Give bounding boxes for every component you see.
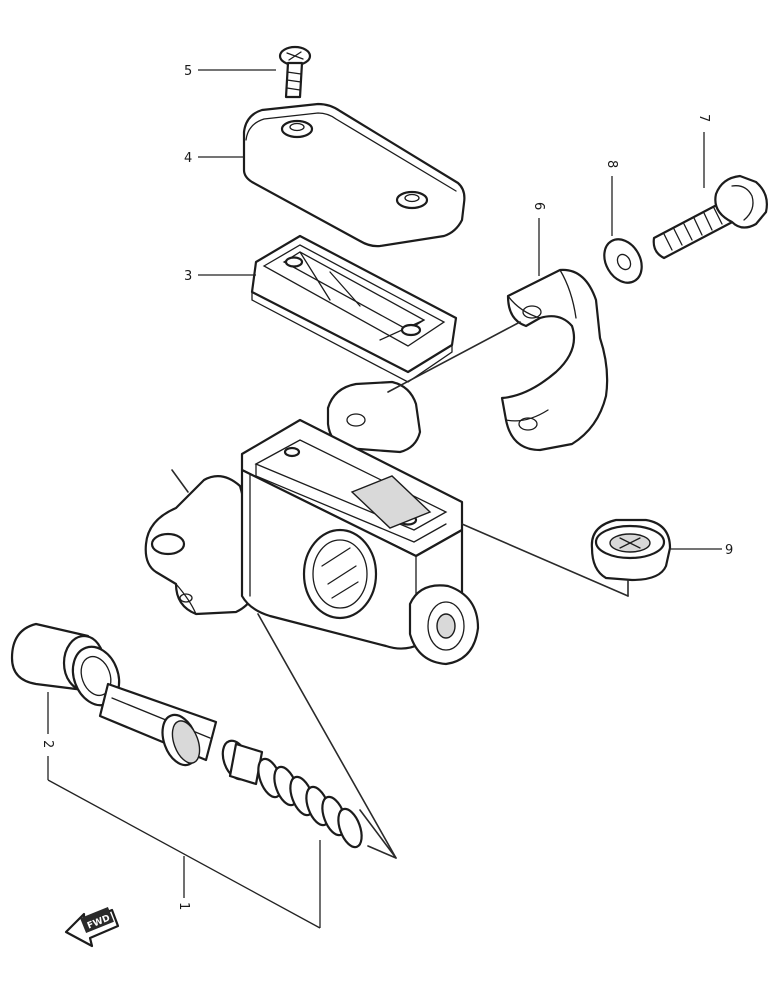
part-4-reservoir-cap — [242, 102, 466, 248]
forward-direction-arrow: FWD — [64, 906, 120, 948]
part-5-screw — [278, 45, 312, 99]
master-cylinder-body — [144, 380, 480, 666]
callout-9: 9 — [670, 543, 733, 558]
callout-6-label: 6 — [531, 202, 546, 210]
part-9-boot — [590, 518, 672, 582]
callout-5-label: 5 — [184, 64, 192, 79]
assembly-guide-lines — [171, 321, 629, 859]
callout-6: 6 — [531, 202, 546, 276]
part-8-washer — [603, 238, 643, 284]
callout-2-label: 2 — [40, 740, 55, 748]
callout-3: 3 — [184, 269, 256, 284]
callout-3-label: 3 — [184, 269, 192, 284]
callout-8-label: 8 — [604, 160, 619, 168]
callout-4-label: 4 — [184, 151, 192, 166]
callout-7-label: 7 — [696, 114, 711, 122]
part-2-piston-assembly — [10, 622, 363, 849]
callout-1-label: 1 — [176, 902, 191, 910]
callout-8: 8 — [604, 160, 619, 236]
part-7-bolt — [652, 174, 768, 260]
callout-5: 5 — [184, 64, 276, 79]
callout-2: 2 — [40, 692, 55, 780]
callout-1: 1 — [47, 779, 321, 929]
part-3-diaphragm-plate — [250, 234, 458, 383]
callout-7: 7 — [696, 114, 711, 188]
callout-9-label: 9 — [725, 543, 733, 558]
part-6-handlebar-clamp — [500, 268, 609, 452]
callout-4: 4 — [184, 151, 244, 166]
